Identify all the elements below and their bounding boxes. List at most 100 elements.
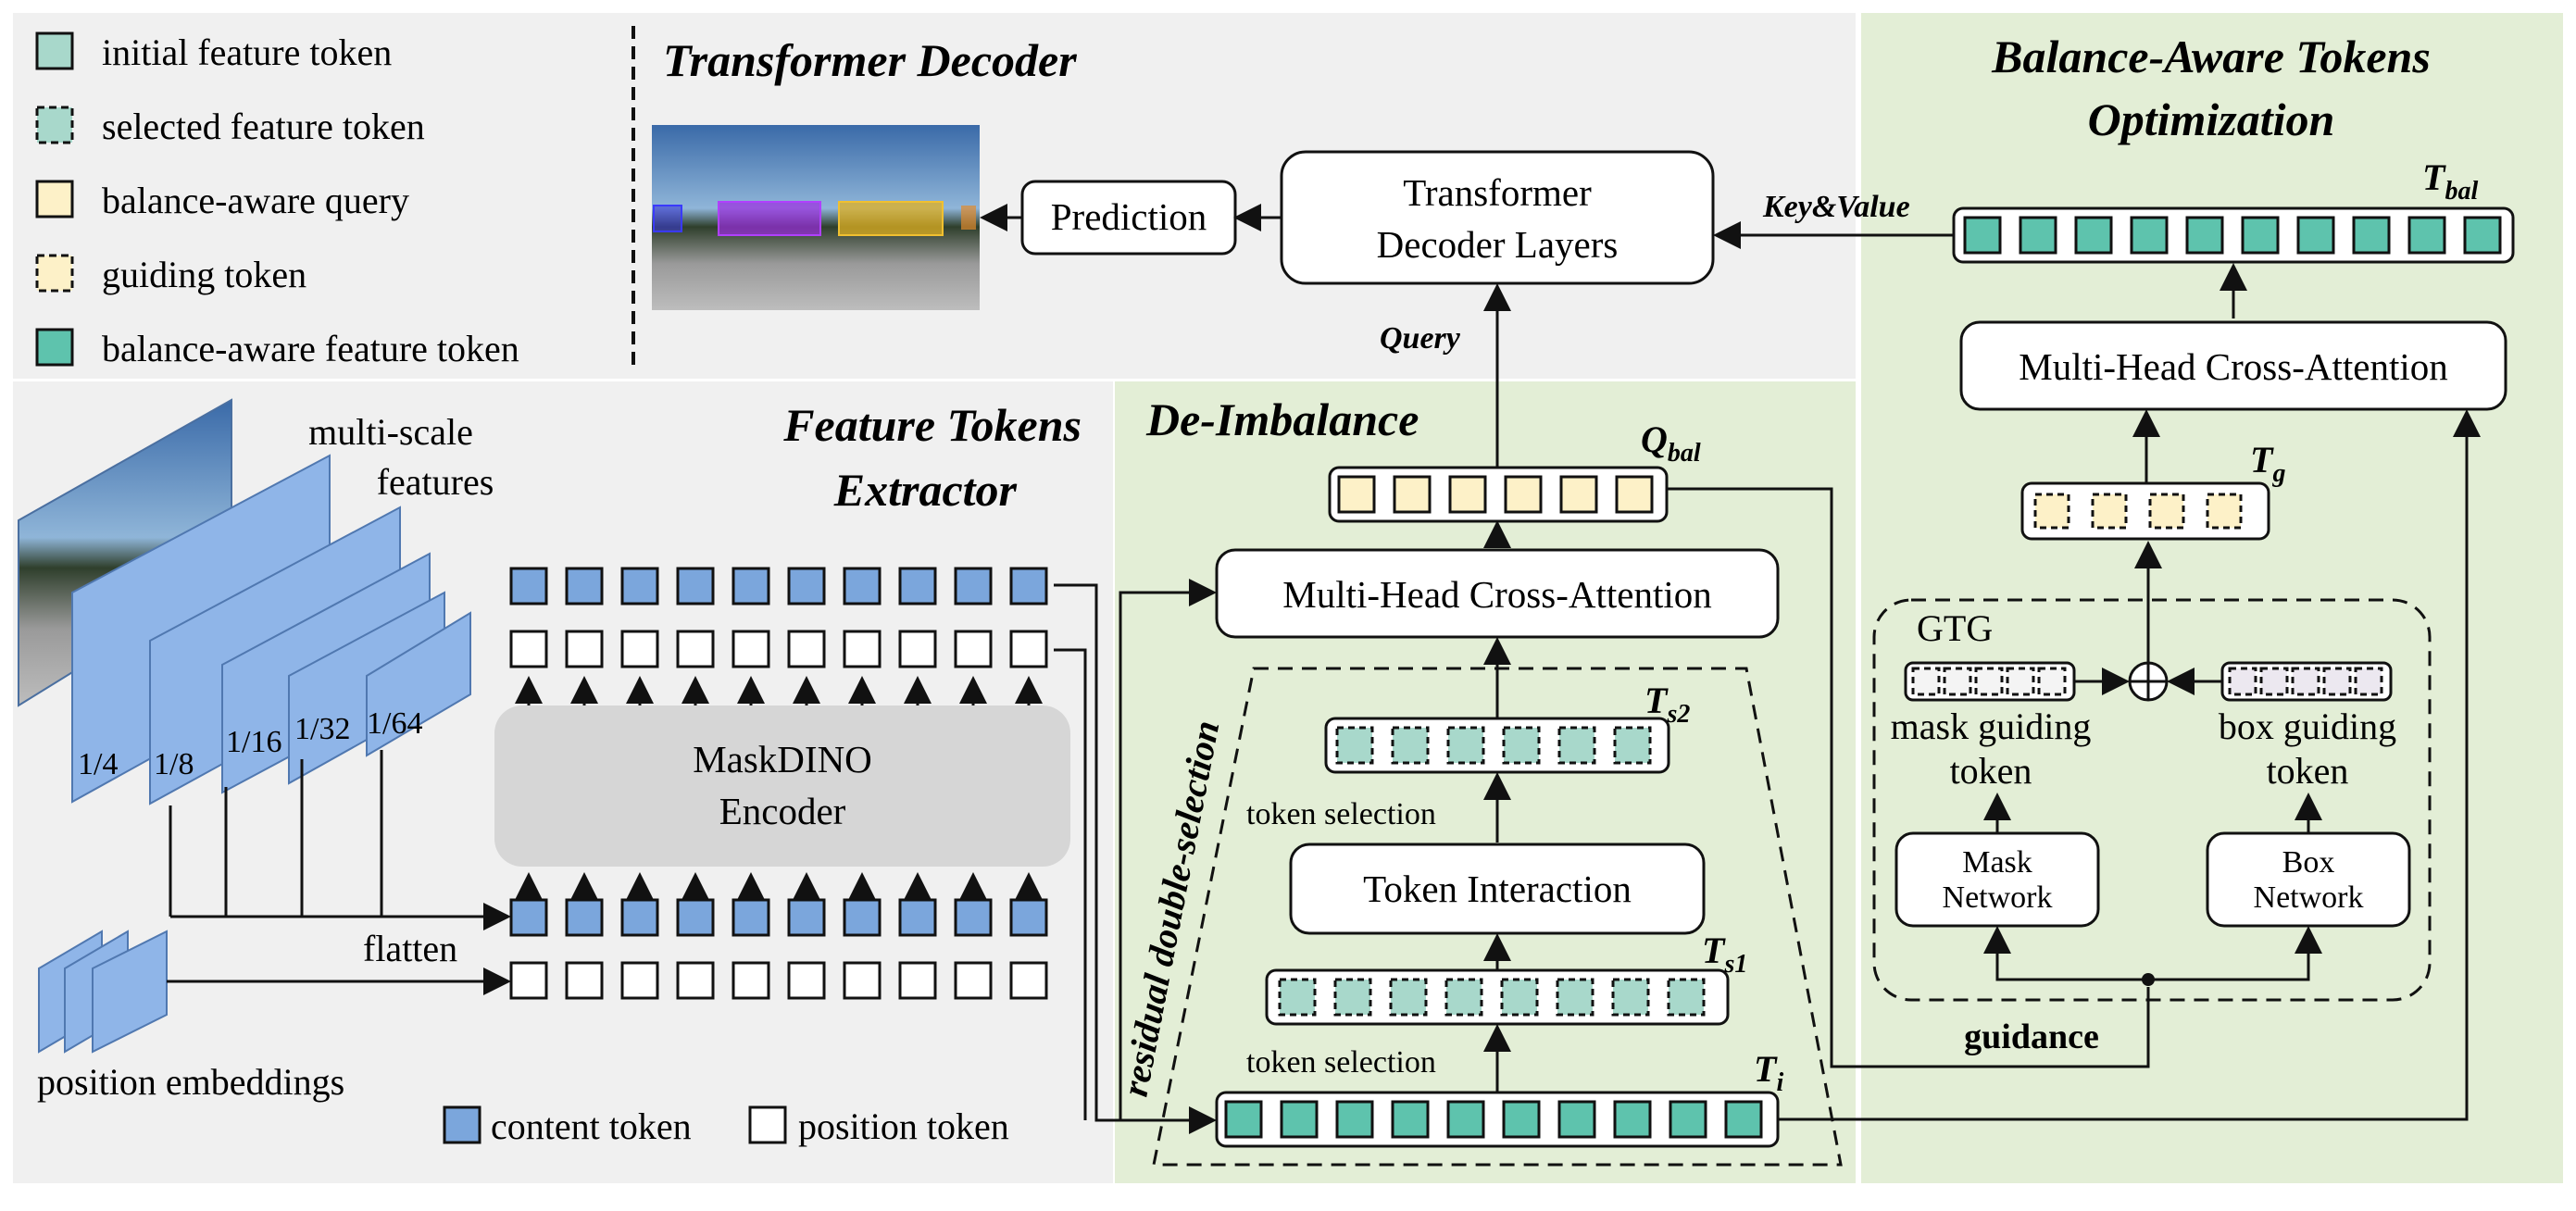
q-bal-sub: bal — [1668, 439, 1701, 468]
box-guiding-token — [2322, 667, 2352, 696]
selected-feature-token — [1502, 726, 1541, 765]
position-token — [954, 630, 993, 668]
mhca-right-node — [1959, 320, 2507, 411]
title-feature-tokens-1: Feature Tokens — [782, 399, 1082, 451]
position-token — [898, 961, 937, 1000]
position-token — [620, 961, 659, 1000]
content-token — [1009, 898, 1048, 937]
token-selection-top-label: token selection — [1246, 797, 1436, 831]
flatten-connectors — [169, 750, 511, 930]
t-g-bar — [2020, 481, 2270, 541]
scale-label-1-64: 1/64 — [367, 706, 422, 741]
selected-feature-token — [1667, 978, 1706, 1017]
legend-initial-swatch — [35, 31, 74, 70]
content-token — [843, 567, 882, 606]
balance-aware-feature-token — [2019, 216, 2057, 255]
gtg-label: GTG — [1917, 607, 1993, 649]
t-g-var: Tg — [2250, 439, 2285, 488]
legend-query-swatch — [35, 180, 74, 218]
gtg-region — [1872, 598, 2432, 1002]
t-s2-var: Ts2 — [1644, 680, 1690, 729]
legend-initial-label: initial feature token — [102, 31, 392, 73]
position-token-legend-swatch — [748, 1105, 787, 1144]
position-token — [620, 630, 659, 668]
t-bal-bar — [1952, 206, 2515, 264]
balance-aware-feature-token — [2407, 216, 2446, 255]
mask-guiding-token — [1911, 667, 1941, 696]
position-tokens-to-mhca — [1054, 648, 1087, 1120]
position-token — [898, 630, 937, 668]
title-feature-tokens-2: Extractor — [833, 464, 1018, 516]
t-s2-base: T — [1644, 680, 1669, 721]
guiding-token — [2033, 493, 2070, 530]
encoder-label-1: MaskDINO — [693, 738, 872, 780]
t-bal-sub: bal — [2445, 177, 2478, 206]
position-token — [732, 961, 770, 1000]
scale-label-1-32: 1/32 — [294, 712, 350, 746]
t-bal-base: T — [2422, 156, 2446, 198]
content-token — [620, 898, 659, 937]
initial-feature-token — [1502, 1100, 1541, 1139]
legend-guiding-swatch — [35, 254, 74, 293]
pred-box-yellow — [838, 201, 944, 236]
mask-network-label-1: Mask — [1962, 845, 2032, 880]
position-token — [1009, 961, 1048, 1000]
q-bal-base: Q — [1641, 418, 1668, 460]
scale-label-1-4: 1/4 — [78, 747, 118, 781]
balance-aware-feature-token — [2463, 216, 2502, 255]
t-s2-sub: s2 — [1666, 700, 1690, 729]
content-token — [676, 898, 715, 937]
content-token — [954, 898, 993, 937]
selected-feature-token — [1611, 978, 1650, 1017]
decoder-label-2: Decoder Layers — [1377, 223, 1619, 266]
t-bal-var: Tbal — [2422, 156, 2478, 206]
content-token — [898, 898, 937, 937]
position-token-legend-label: position token — [798, 1105, 1009, 1147]
prediction-label: Prediction — [1051, 195, 1207, 238]
position-token — [676, 961, 715, 1000]
box-guiding-token — [2354, 667, 2383, 696]
t-s1-bar — [1265, 968, 1730, 1026]
box-guiding-bar — [2220, 661, 2393, 702]
position-token — [1009, 630, 1048, 668]
legend-guiding-label: guiding token — [102, 254, 306, 295]
content-token — [565, 898, 604, 937]
position-token — [843, 630, 882, 668]
t-i-var: Ti — [1754, 1048, 1783, 1097]
q-bal-bar — [1328, 466, 1669, 523]
key-value-label: Key&Value — [1762, 190, 1910, 224]
content-token — [1009, 567, 1048, 606]
multi-scale-label-1: multi-scale — [308, 411, 473, 453]
selected-feature-token — [1335, 726, 1374, 765]
selected-feature-token — [1389, 978, 1428, 1017]
box-guiding-label-2: token — [2267, 750, 2349, 792]
query-label: Query — [1380, 321, 1461, 356]
token-interaction-label: Token Interaction — [1363, 868, 1632, 910]
content-token — [787, 567, 826, 606]
content-token-legend-swatch — [443, 1105, 481, 1144]
guiding-token — [2206, 493, 2243, 530]
multi-scale-label-2: features — [377, 461, 494, 503]
balance-aware-query-token — [1559, 475, 1598, 514]
decoder-label-1: Transformer — [1403, 171, 1592, 214]
content-token — [509, 567, 548, 606]
guidance-to-masknet — [1983, 926, 2148, 981]
box-guiding-label-1: box guiding — [2219, 705, 2396, 747]
title-de-imbalance: De-Imbalance — [1145, 393, 1419, 445]
scale-label-1-8: 1/8 — [154, 747, 194, 781]
encoder-label-2: Encoder — [719, 790, 846, 832]
mask-guiding-label-1: mask guiding — [1891, 705, 2092, 747]
balance-aware-query-token — [1615, 475, 1654, 514]
position-embeddings — [38, 930, 168, 1054]
content-token — [509, 898, 548, 937]
extractor-token-grid — [509, 567, 1048, 1000]
position-token — [954, 961, 993, 1000]
position-token — [676, 630, 715, 668]
pred-box-purple — [718, 201, 821, 236]
t-i-base: T — [1754, 1048, 1778, 1090]
mask-guiding-label-2: token — [1950, 750, 2032, 792]
balance-aware-query-token — [1393, 475, 1432, 514]
selected-feature-token — [1500, 978, 1539, 1017]
guidance-junction — [2142, 973, 2155, 986]
